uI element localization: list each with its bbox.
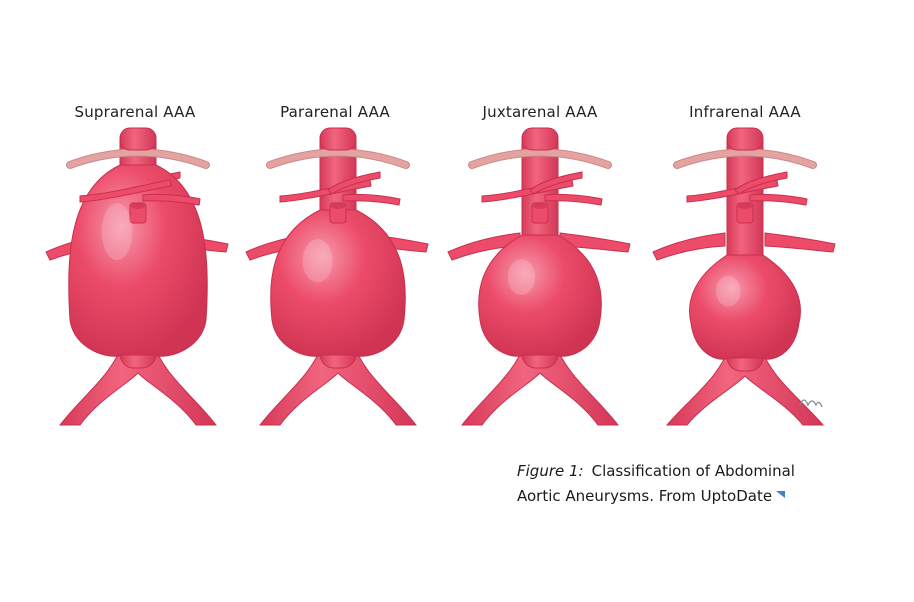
aneurysm-sac bbox=[68, 164, 208, 357]
caption-line-2: Aortic Aneurysms. From UptoDate bbox=[517, 484, 907, 509]
aorta-top-segment bbox=[319, 127, 357, 151]
panel-label-infrarenal: Infrarenal AAA bbox=[689, 103, 801, 121]
splenic-artery bbox=[544, 193, 603, 206]
sma-opening bbox=[533, 203, 547, 209]
figure-caption: Figure 1: Classification of Abdominal Aor… bbox=[517, 459, 907, 509]
caption-line-1: Figure 1: Classification of Abdominal bbox=[517, 459, 907, 484]
renal-artery-right bbox=[764, 232, 836, 253]
splenic-artery bbox=[342, 193, 401, 206]
aorta-illustration-pararenal bbox=[245, 127, 429, 426]
aneurysm-sac bbox=[478, 234, 602, 357]
sma-opening bbox=[331, 203, 345, 209]
sac-highlight bbox=[507, 259, 536, 295]
diaphragm-band bbox=[469, 149, 611, 168]
caption-text-2: Aortic Aneurysms. From UptoDate bbox=[517, 487, 773, 505]
sac-highlight bbox=[302, 239, 333, 283]
iliac-arteries bbox=[58, 339, 218, 426]
splenic-artery bbox=[749, 193, 808, 206]
panel-label-juxtarenal: Juxtarenal AAA bbox=[482, 103, 598, 121]
aneurysm-sac bbox=[689, 254, 801, 360]
figure-label: Figure 1: bbox=[517, 462, 584, 480]
iliac-arteries bbox=[665, 342, 825, 426]
link-note-icon[interactable] bbox=[775, 490, 786, 499]
hepatic-artery bbox=[529, 171, 583, 195]
iliac-arteries bbox=[460, 339, 620, 426]
diaphragm-band bbox=[267, 149, 409, 168]
artist-signature bbox=[799, 399, 823, 408]
hepatic-artery bbox=[327, 171, 381, 195]
celiac-trunk-front bbox=[79, 179, 172, 203]
sac-highlight bbox=[101, 203, 133, 260]
aorta-illustration-infrarenal bbox=[652, 127, 836, 426]
iliac-arteries bbox=[258, 339, 418, 426]
aorta-top-segment bbox=[521, 127, 559, 151]
aorta-illustration-suprarenal bbox=[45, 127, 229, 426]
caption-text-1: Classification of Abdominal bbox=[591, 462, 795, 480]
aorta-illustration-juxtarenal bbox=[447, 127, 631, 426]
hepatic-artery bbox=[734, 171, 788, 195]
panel-label-pararenal: Pararenal AAA bbox=[280, 103, 390, 121]
sma-opening bbox=[131, 203, 145, 209]
renal-artery-left bbox=[652, 232, 726, 261]
sac-highlight bbox=[715, 275, 741, 307]
splenic-artery-front bbox=[142, 193, 201, 206]
aorta-top-segment bbox=[726, 127, 764, 151]
diaphragm-band bbox=[674, 149, 816, 168]
aneurysm-sac bbox=[270, 209, 406, 357]
sma-opening bbox=[738, 203, 752, 209]
panel-label-suprarenal: Suprarenal AAA bbox=[74, 103, 196, 121]
aorta-top-segment bbox=[119, 127, 157, 151]
diaphragm-band bbox=[67, 149, 209, 168]
